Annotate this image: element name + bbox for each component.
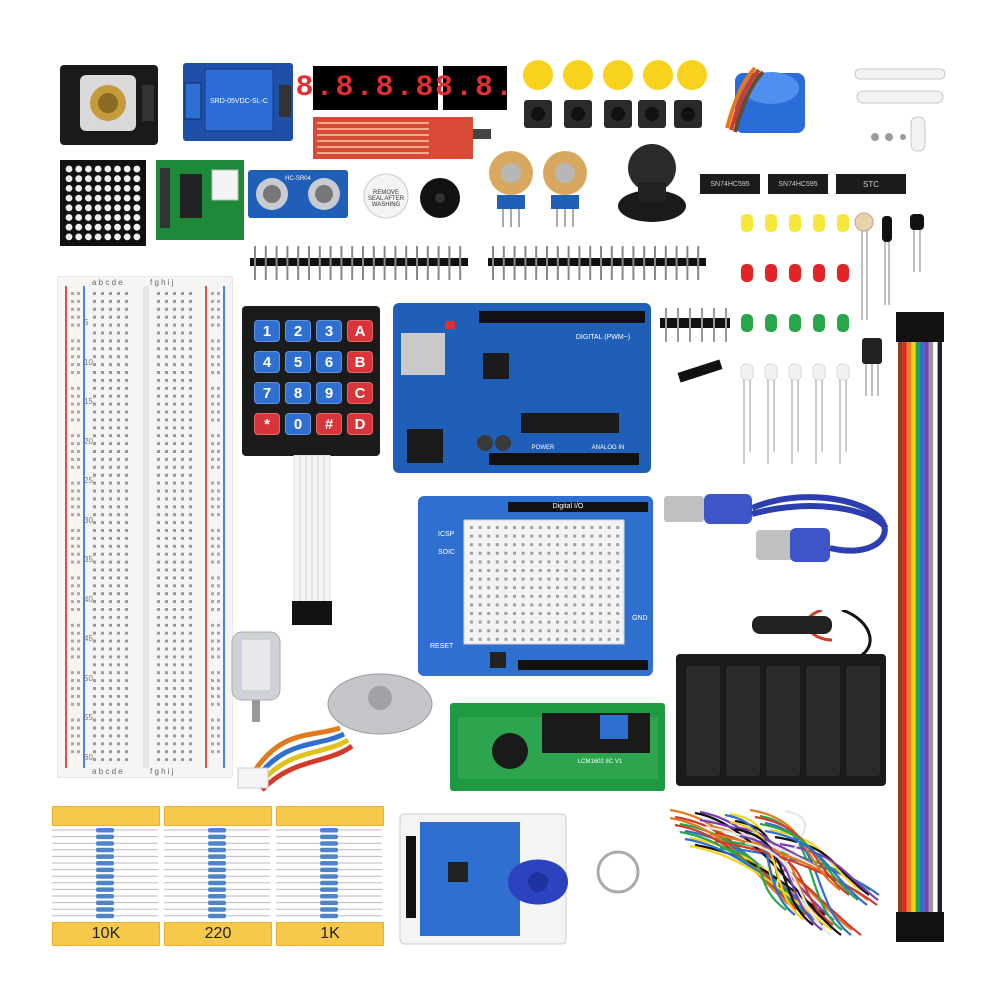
arduino-uno-board: DIGITAL (PWM~) POWER ANALOG IN xyxy=(393,303,651,473)
keypad-key: 9 xyxy=(316,382,342,404)
relay-module: SRD-05VDC-SL-C xyxy=(183,63,293,141)
arduino-power-label: POWER xyxy=(532,445,555,451)
keypad-key: 3 xyxy=(316,320,342,342)
buzzer-sticker-text: REMOVE SEAL AFTER WASHING xyxy=(367,190,405,208)
dc-motor xyxy=(231,631,281,722)
keypad-key: 7 xyxy=(254,382,280,404)
resistor-label-220: 220 xyxy=(164,922,272,946)
breadboard-letters-bottom: a b c d e xyxy=(92,767,123,776)
breadboard-row-number: 35 xyxy=(84,555,93,564)
keypad-key: B xyxy=(347,351,373,373)
jumper-wire-bundle xyxy=(669,808,880,936)
lcd-label: LCM1602 IIC V1 xyxy=(578,759,623,765)
keypad-key: 8 xyxy=(285,382,311,404)
keypad-key: A xyxy=(347,320,373,342)
breadboard-row-number: 30 xyxy=(84,515,93,525)
keypad-key: 1 xyxy=(254,320,280,342)
breadboard-row-number: 55 xyxy=(84,713,93,722)
proto-icsp-label: ICSP xyxy=(438,531,455,538)
keypad-key: 0 xyxy=(285,413,311,435)
breadboard-row-number: 40 xyxy=(84,594,93,604)
keypad-key: 4 xyxy=(254,351,280,373)
breadboard-row-number: 10 xyxy=(84,357,93,367)
shift-register-chip-1: SN74HC595 xyxy=(700,174,760,194)
prototype-shield: Digital I/O ICSP SOIC RESET GND xyxy=(418,496,653,676)
breadboard xyxy=(57,276,233,778)
battery-holder xyxy=(676,610,886,786)
push-buttons xyxy=(523,60,707,128)
breadboard-letters-bottom-right: f g h i j xyxy=(150,767,174,776)
arduino-analog-label: ANALOG IN xyxy=(592,445,625,451)
ultrasonic-sensor: HC-SR04 xyxy=(248,170,348,218)
resistor-label-10k: 10K xyxy=(52,922,160,946)
stepper-motor xyxy=(237,673,433,792)
keypad-key: 5 xyxy=(285,351,311,373)
ultrasonic-label: HC-SR04 xyxy=(285,176,311,182)
led-array xyxy=(740,214,850,464)
breadboard-letters-top: a b c d e xyxy=(92,278,123,287)
keypad-ribbon-cable xyxy=(292,455,332,625)
buzzer-sealed xyxy=(363,173,409,219)
resistor-rows xyxy=(52,828,382,919)
pin-headers xyxy=(250,246,706,280)
keypad-key: 2 xyxy=(285,320,311,342)
breadboard-row-number: 60 xyxy=(84,752,93,762)
proto-gnd-label: GND xyxy=(632,615,648,622)
rainbow-jumper-wires xyxy=(896,312,944,942)
uln2003-driver-board xyxy=(156,160,244,240)
led-matrix-8x8 xyxy=(60,160,146,246)
keypad-key: D xyxy=(347,413,373,435)
relay-label: SRD-05VDC-SL-C xyxy=(210,98,268,105)
servo-motor xyxy=(725,66,805,133)
breadboard-row-number: 15 xyxy=(84,397,93,406)
resistor-label-1k: 1K xyxy=(276,922,384,946)
servo-horns xyxy=(854,68,946,152)
keypad-key: # xyxy=(316,413,342,435)
breadboard-row-number: 25 xyxy=(84,476,93,485)
resistor-strip-top-3 xyxy=(276,806,384,826)
microcontroller-chip: STC xyxy=(836,174,906,194)
rfid-module xyxy=(399,813,640,945)
usb-cable xyxy=(664,494,889,562)
breadboard-row-number: 45 xyxy=(84,634,93,643)
proto-reset-label: RESET xyxy=(430,643,454,650)
joystick-module xyxy=(60,65,158,145)
keypad-key: 6 xyxy=(316,351,342,373)
keypad-key: C xyxy=(347,382,373,404)
keypad-key: * xyxy=(254,413,280,435)
shift-register-chip-2: SN74HC595 xyxy=(768,174,828,194)
proto-digital-label: Digital I/O xyxy=(553,503,584,510)
breadboard-row-number: 5 xyxy=(84,318,89,327)
joystick-cap xyxy=(618,144,686,222)
arduino-digital-label: DIGITAL (PWM~) xyxy=(576,334,630,341)
potentiometers xyxy=(489,151,587,227)
breadboard-letters-top-right: f g h i j xyxy=(150,278,174,287)
water-level-sensor xyxy=(313,117,491,159)
lcd-i2c-module: LCM1602 IIC V1 xyxy=(450,703,665,791)
seven-segment-4digit: 8.8.8.8. xyxy=(295,66,454,110)
resistor-strip-top-2 xyxy=(164,806,272,826)
breadboard-row-number: 50 xyxy=(84,673,93,683)
sensors-misc xyxy=(854,212,924,396)
small-pin-headers xyxy=(660,308,730,383)
breadboard-row-number: 20 xyxy=(84,436,93,446)
proto-soic-label: SOIC xyxy=(438,549,455,556)
resistor-strip-top-1 xyxy=(52,806,160,826)
buzzer-active xyxy=(420,178,460,218)
seven-segment-2digit: 8.8. xyxy=(435,66,513,110)
